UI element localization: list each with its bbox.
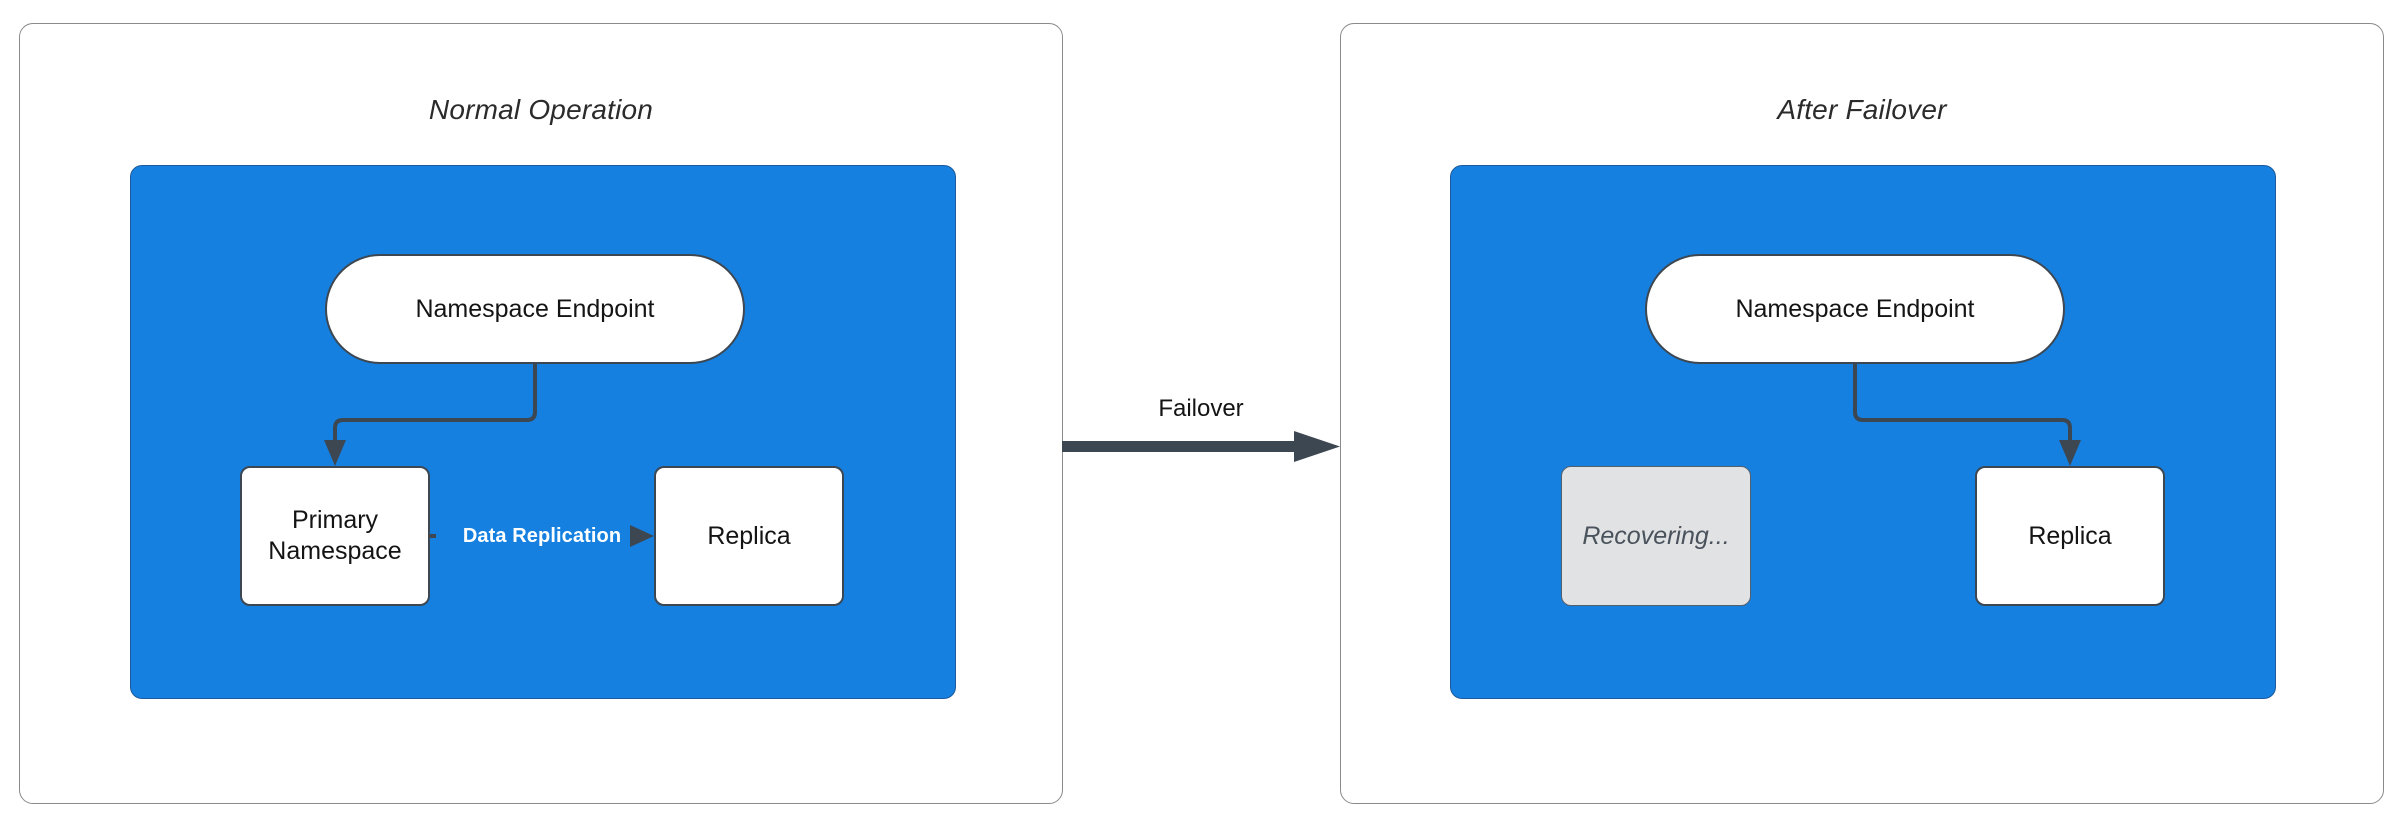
blue-container-after-failover bbox=[1450, 165, 2276, 699]
failover-label: Failover bbox=[1158, 395, 1244, 422]
edge-label-data-replication: Data Replication bbox=[462, 524, 622, 547]
failover-transition: Failover bbox=[1062, 395, 1340, 495]
node-recovering[interactable]: Recovering... bbox=[1561, 466, 1751, 606]
node-replica-failover[interactable]: Replica bbox=[1975, 466, 2165, 606]
panel-title-normal-operation: Normal Operation bbox=[428, 94, 654, 125]
node-namespace-endpoint-primary[interactable]: Namespace Endpoint bbox=[325, 254, 745, 364]
node-namespace-endpoint-failover[interactable]: Namespace Endpoint bbox=[1645, 254, 2065, 364]
node-primary-namespace-line2: Namespace bbox=[268, 537, 402, 565]
failover-arrow-icon bbox=[1062, 431, 1340, 462]
node-replica-normal[interactable]: Replica bbox=[654, 466, 844, 606]
blue-container-normal-operation bbox=[130, 165, 956, 699]
node-primary-namespace[interactable]: Primary Namespace bbox=[240, 466, 430, 606]
node-primary-namespace-line1: Primary bbox=[291, 506, 379, 534]
panel-title-after-failover: After Failover bbox=[1777, 94, 1947, 125]
